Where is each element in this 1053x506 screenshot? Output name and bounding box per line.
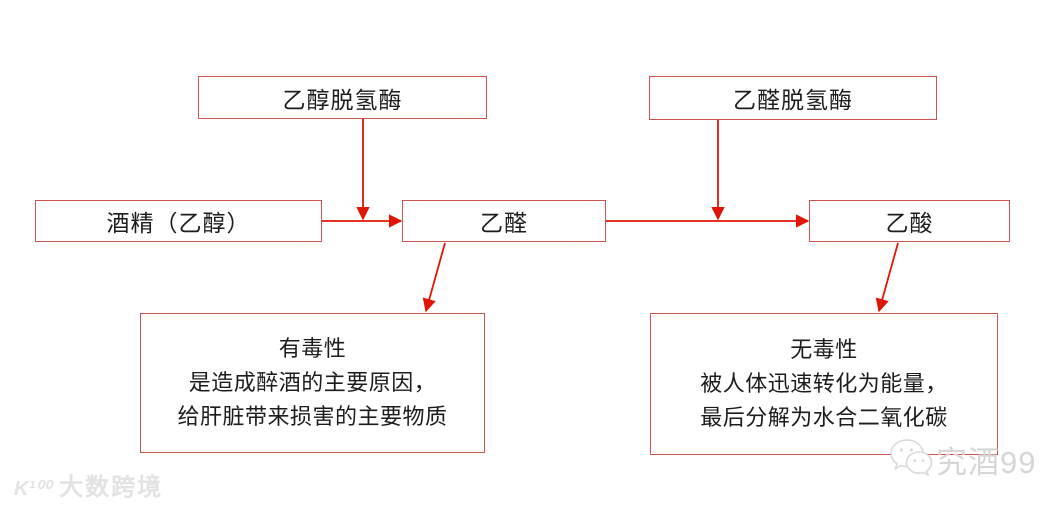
note-line: 是造成醉酒的主要原因，	[188, 370, 437, 395]
box-label: 乙醛	[480, 211, 528, 236]
k100-logo-icon: K¹⁰⁰	[14, 478, 52, 500]
box-acetaldehyde: 乙醛	[402, 200, 606, 242]
watermark-jiujiu99: 究酒99	[886, 434, 1036, 484]
box-nontoxic-note: 无毒性 被人体迅速转化为能量， 最后分解为水合二氧化碳	[650, 313, 998, 455]
note-line: 被人体迅速转化为能量，	[700, 371, 948, 396]
note-title: 无毒性	[790, 337, 858, 362]
box-alcohol-dehydrogenase: 乙醇脱氢酶	[198, 76, 487, 119]
note-title: 有毒性	[278, 336, 347, 361]
box-label: 乙酸	[885, 211, 934, 236]
wechat-icon	[890, 439, 933, 477]
box-label: 乙醇脱氢酶	[282, 87, 403, 113]
note-line: 给肝脏带来损害的主要物质	[177, 404, 448, 429]
watermark-dashu-kuajing: K¹⁰⁰ 大数跨境	[14, 467, 163, 502]
arrow-acetaldehyde-to-toxic-note	[422, 242, 446, 313]
arrow-aceticacid-to-nontoxic-note	[875, 242, 899, 313]
box-alcohol-ethanol: 酒精（乙醇）	[35, 200, 322, 242]
box-label: 酒精（乙醇）	[106, 211, 251, 236]
watermark-label: 大数跨境	[59, 474, 164, 501]
box-label: 乙醛脱氢酶	[733, 88, 853, 113]
watermark-label: 究酒99	[936, 444, 1037, 480]
box-toxicity-note: 有毒性 是造成醉酒的主要原因， 给肝脏带来损害的主要物质	[140, 313, 485, 453]
box-acetaldehyde-dehydrogenase: 乙醛脱氢酶	[649, 76, 937, 120]
note-line: 最后分解为水合二氧化碳	[700, 405, 948, 430]
box-acetic-acid: 乙酸	[809, 200, 1010, 242]
